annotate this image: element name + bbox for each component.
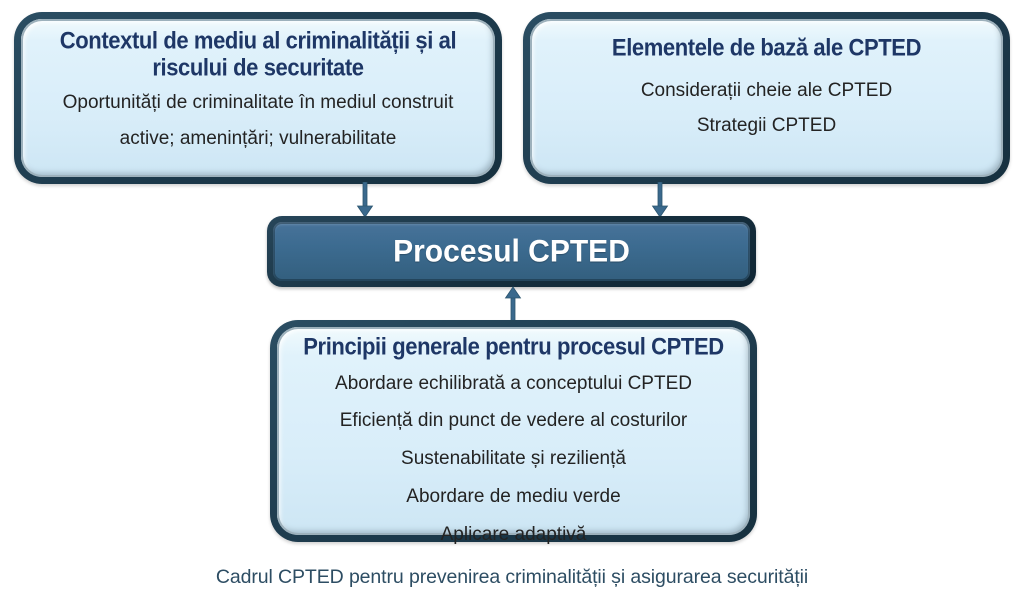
diagram-caption: Cadrul CPTED pentru prevenirea criminali… [215, 566, 809, 588]
elements-box-line: Considerații cheie ale CPTED [640, 79, 893, 101]
arrow-down-icon [356, 182, 374, 218]
principles-box-line: Eficiență din punct de vedere al costuri… [339, 410, 688, 432]
arrow-down-icon [651, 182, 669, 218]
context-box-body: Contextul de mediu al criminalității și … [21, 19, 495, 177]
arrow-up-icon [504, 286, 522, 322]
principles-box-line: Abordare de mediu verde [406, 486, 621, 508]
context-box-line: active; amenințări; vulnerabilitate [119, 128, 397, 150]
principles-box-line: Aplicare adaptivă [440, 523, 587, 545]
elements-box-line: Strategii CPTED [696, 115, 837, 137]
process-box-body: Procesul CPTED [273, 222, 750, 281]
process-box-title: Procesul CPTED [393, 233, 630, 269]
context-box-title: Contextul de mediu al criminalității și … [59, 26, 457, 81]
principles-box-body: Principii generale pentru procesul CPTED… [277, 327, 750, 545]
elements-box-body: Elementele de bază ale CPTED Considerați… [530, 19, 1003, 177]
principles-box: Principii generale pentru procesul CPTED… [270, 320, 757, 545]
principles-box-line: Abordare echilibrată a conceptului CPTED [335, 372, 692, 394]
elements-box-title: Elementele de bază ale CPTED [611, 33, 922, 61]
elements-box: Elementele de bază ale CPTED Considerați… [523, 12, 1010, 184]
process-box: Procesul CPTED [267, 216, 756, 287]
context-box-line: Oportunități de criminalitate în mediul … [62, 92, 454, 114]
principles-box-title: Principii generale pentru procesul CPTED [303, 332, 724, 360]
context-box: Contextul de mediu al criminalității și … [14, 12, 502, 184]
principles-box-line: Sustenabilitate și reziliență [401, 448, 626, 470]
